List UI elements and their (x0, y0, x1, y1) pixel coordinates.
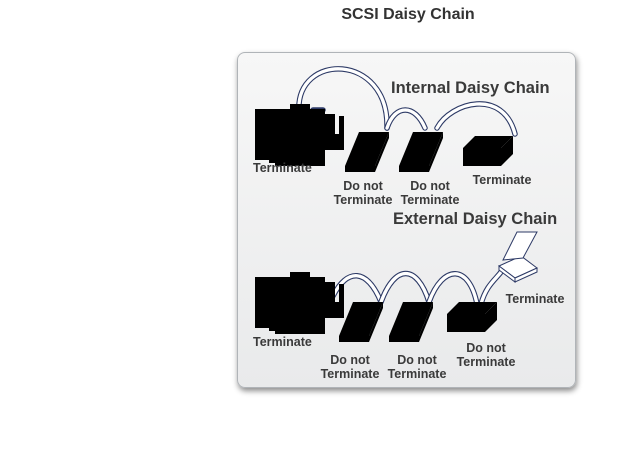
external-scanner-label: Terminate (506, 292, 565, 306)
internal-controller-label: Terminate (253, 161, 312, 175)
external-cables (330, 263, 508, 307)
internal-drive-2-label-line1: Do not (410, 179, 450, 193)
internal-drive-1-label-line1: Do not (343, 179, 383, 193)
external-drive-1-label-line1: Do not (330, 353, 370, 367)
external-drive-1 (339, 302, 383, 342)
internal-device-label: Terminate (473, 173, 532, 187)
internal-drive-2 (399, 132, 443, 172)
external-drive-1-label-line2: Terminate (321, 367, 380, 381)
internal-drive-2-label-line2: Terminate (401, 193, 460, 207)
external-device-label-line2: Terminate (457, 355, 516, 369)
internal-heading: Internal Daisy Chain (391, 79, 550, 97)
external-scanner (498, 231, 538, 283)
scsi-diagram: Internal Daisy Chain Terminate Do not Te… (253, 66, 565, 381)
external-controller-card (255, 272, 344, 334)
external-drive-2-label-line2: Terminate (388, 367, 447, 381)
external-device (447, 302, 497, 332)
internal-drive-1 (345, 132, 389, 172)
external-heading: External Daisy Chain (393, 210, 557, 228)
external-drive-2-label-line1: Do not (397, 353, 437, 367)
external-controller-label: Terminate (253, 335, 312, 349)
internal-controller-card (255, 104, 344, 166)
external-device-label-line1: Do not (466, 341, 506, 355)
external-drive-2 (389, 302, 433, 342)
internal-device (463, 136, 513, 166)
internal-drive-1-label-line2: Terminate (334, 193, 393, 207)
page-title: SCSI Daisy Chain (341, 6, 475, 23)
